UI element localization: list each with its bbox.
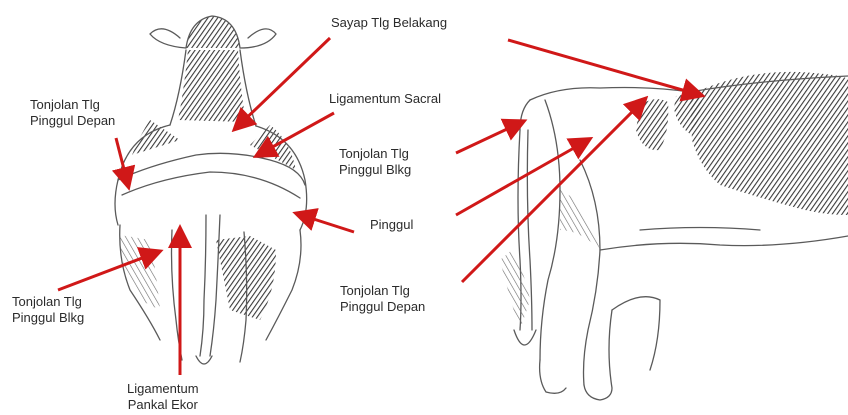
arrow-tonjolan-blkg-center — [456, 122, 522, 153]
label-tonjolan-tlg-pinggul-depan-left: Tonjolan Tlg Pinggul Depan — [30, 97, 115, 129]
label-sayap-tlg-belakang: Sayap Tlg Belakang — [331, 15, 447, 31]
annotation-arrows — [58, 38, 700, 375]
label-tonjolan-tlg-pinggul-blkg-center: Tonjolan Tlg Pinggul Blkg — [339, 146, 411, 178]
label-pinggul: Pinggul — [370, 217, 413, 233]
label-tonjolan-tlg-pinggul-blkg-left: Tonjolan Tlg Pinggul Blkg — [12, 294, 84, 326]
label-ligamentum-sacral: Ligamentum Sacral — [329, 91, 441, 107]
label-ligamentum-pankal-ekor: Ligamentum Pankal Ekor — [127, 381, 199, 413]
side-view-cow — [500, 72, 848, 400]
arrow-pinggul — [298, 214, 354, 232]
arrow-sayap-to-rear-back — [236, 38, 330, 128]
rear-view-cow — [115, 16, 307, 364]
label-tonjolan-tlg-pinggul-depan-center: Tonjolan Tlg Pinggul Depan — [340, 283, 425, 315]
arrow-sayap-tlg-belakang — [508, 40, 700, 95]
